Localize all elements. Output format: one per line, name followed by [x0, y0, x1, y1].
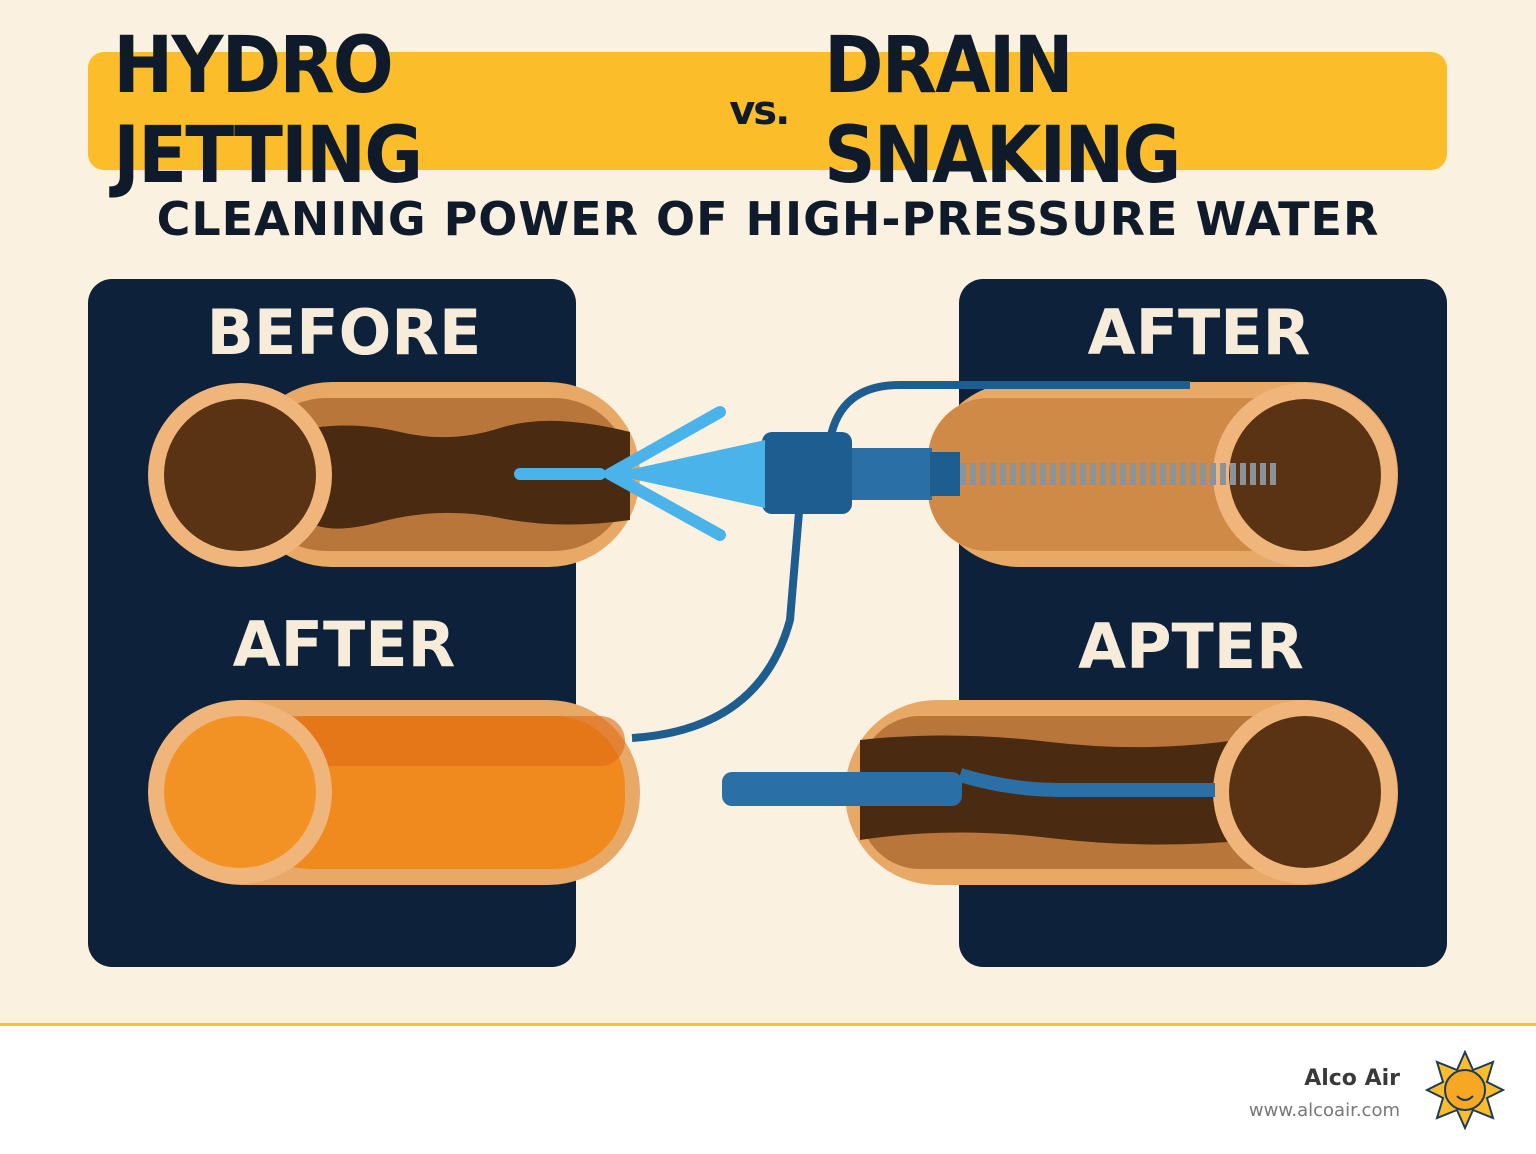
- dirty-pipe-before: [148, 382, 640, 567]
- brand-name: Alco Air: [1304, 1066, 1400, 1091]
- clean-pipe-after: [148, 700, 640, 885]
- hose: [631, 381, 1190, 742]
- label-before: BEFORE: [206, 296, 482, 369]
- footer: [0, 1026, 1536, 1154]
- brand-url[interactable]: www.alcoair.com: [1248, 1100, 1400, 1121]
- jetting-nozzle: [514, 406, 960, 541]
- title-vs: vs.: [729, 88, 790, 134]
- label-apter: APTER: [1078, 610, 1304, 683]
- pipes-illustration: [148, 381, 1398, 885]
- label-after-left: AFTER: [232, 608, 456, 681]
- subtitle: CLEANING POWER OF HIGH-PRESSURE WATER: [156, 192, 1380, 246]
- title-drain-snaking: DRAIN SNAKING: [824, 21, 1182, 201]
- label-after-right: AFTER: [1087, 296, 1311, 369]
- footer-divider: [0, 1023, 1536, 1026]
- title-hydro-jetting: HYDRO JETTING: [113, 21, 423, 201]
- title-banner: HYDRO JETTING vs. DRAIN SNAKING: [88, 21, 1447, 201]
- snake-rod: [722, 768, 1215, 806]
- sun-mascot-logo-icon: [1425, 1050, 1505, 1130]
